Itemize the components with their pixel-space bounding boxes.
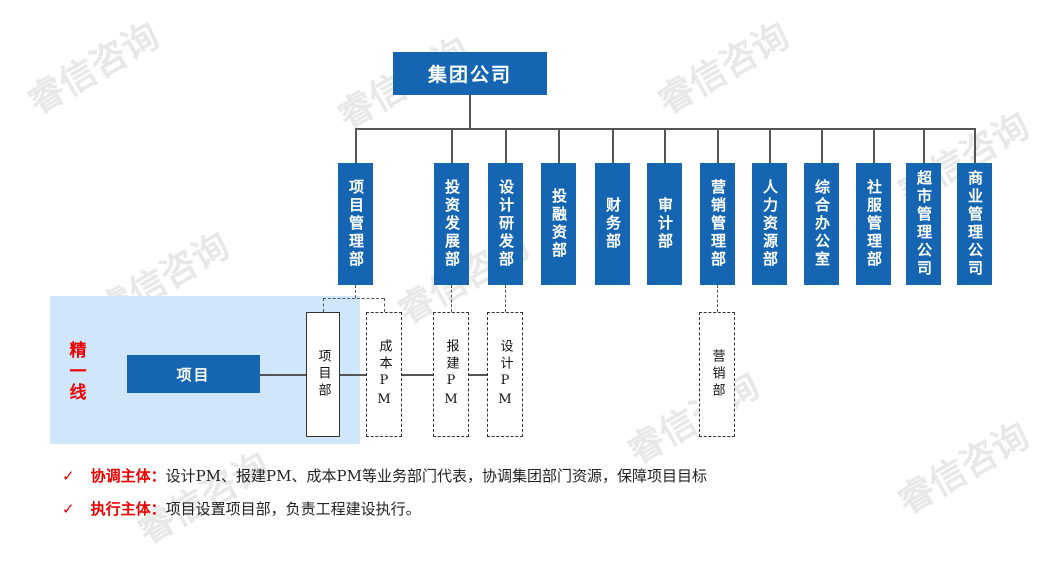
dashed-connector <box>323 298 384 299</box>
watermark: 睿信咨询 <box>621 365 767 473</box>
project-box: 项目 <box>127 355 260 393</box>
dept-box: 项目管理部 <box>338 163 373 285</box>
bullet-label: 协调主体： <box>90 467 166 485</box>
dashed-connector <box>717 285 718 312</box>
dashed-connector <box>451 285 452 312</box>
bullet-label: 执行主体： <box>90 500 166 518</box>
dept-box: 设计研发部 <box>488 163 523 285</box>
root-connector <box>469 95 471 128</box>
dept-drop-line <box>612 128 614 163</box>
design-pm-box: 设计PM <box>487 312 523 437</box>
dept-drop-line <box>873 128 875 163</box>
dashed-connector <box>355 285 356 298</box>
bullet-text: 项目设置项目部，负责工程建设执行。 <box>165 500 421 518</box>
role-connector <box>469 374 487 376</box>
dept-drop-line <box>558 128 560 163</box>
check-icon: ✓ <box>62 466 75 485</box>
watermark: 睿信咨询 <box>21 15 167 123</box>
check-icon: ✓ <box>62 499 75 518</box>
role-connector <box>402 374 433 376</box>
dashed-connector <box>323 298 324 312</box>
cost-pm-box: 成本PM <box>366 312 402 437</box>
dept-box: 综合办公室 <box>804 163 839 285</box>
dept-drop-line <box>821 128 823 163</box>
dept-drop-line <box>505 128 507 163</box>
watermark: 睿信咨询 <box>651 15 797 123</box>
dashed-connector <box>384 298 385 312</box>
bullet-text: 设计PM、报建PM、成本PM等业务部门代表，协调集团部门资源，保障项目目标 <box>165 467 707 485</box>
project-dept-box: 项目部 <box>306 312 340 437</box>
dept-drop-line <box>355 128 357 163</box>
dept-drop-line <box>923 128 925 163</box>
dept-box: 审计部 <box>647 163 682 285</box>
dept-drop-line <box>664 128 666 163</box>
dept-drop-line <box>717 128 719 163</box>
watermark: 睿信咨询 <box>891 415 1037 523</box>
dept-box: 人力资源部 <box>752 163 787 285</box>
dept-drop-line <box>974 128 976 163</box>
bullet-item: ✓ 协调主体： 设计PM、报建PM、成本PM等业务部门代表，协调集团部门资源，保… <box>62 465 707 486</box>
dept-box: 营销管理部 <box>700 163 735 285</box>
dashed-connector <box>505 285 506 312</box>
watermark: 睿信咨询 <box>131 445 277 553</box>
dept-box: 商业管理公司 <box>957 163 992 285</box>
dept-box: 财务部 <box>595 163 630 285</box>
dept-drop-line <box>451 128 453 163</box>
dept-box: 投融资部 <box>541 163 576 285</box>
permit-pm-box: 报建PM <box>433 312 469 437</box>
dept-box: 超市管理公司 <box>906 163 941 285</box>
frontline-label: 精一线 <box>65 340 86 404</box>
dept-drop-line <box>769 128 771 163</box>
bullet-item: ✓ 执行主体： 项目设置项目部，负责工程建设执行。 <box>62 498 421 519</box>
dept-box: 投资发展部 <box>434 163 469 285</box>
marketing-box: 营销部 <box>699 312 735 437</box>
role-connector <box>340 374 366 376</box>
root-company-box: 集团公司 <box>393 52 547 95</box>
dept-box: 社服管理部 <box>856 163 891 285</box>
project-connector <box>260 374 306 376</box>
